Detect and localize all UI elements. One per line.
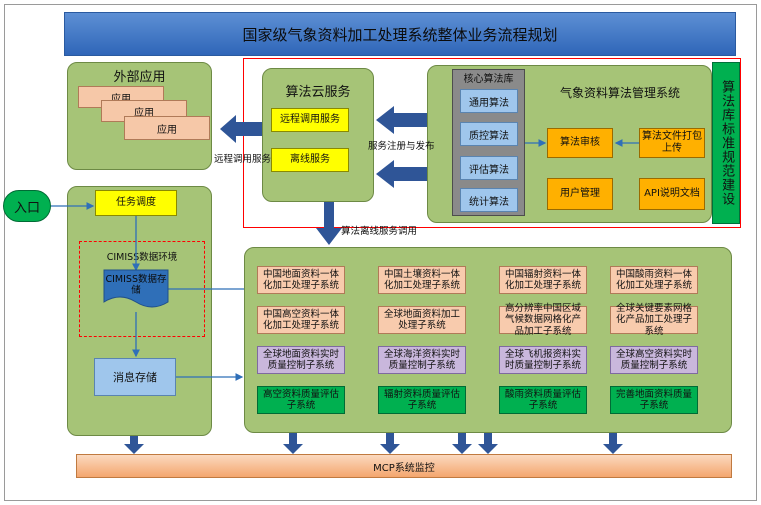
remote-service-box: 远程调用服务 [271, 108, 349, 132]
subsystem-box: 完善地面资料质量子系统 [610, 386, 698, 414]
task-scheduling-box: 任务调度 [95, 190, 177, 216]
message-storage-box: 消息存储 [94, 358, 176, 396]
algo-mgmt-title: 气象资料算法管理系统 [556, 86, 684, 102]
user-mgmt-box: 用户管理 [547, 178, 613, 210]
algo-zone-boundary [243, 58, 741, 228]
offline-call-label: 算法离线服务调用 [341, 226, 418, 237]
cimiss-storage-shape [103, 269, 169, 308]
core-algo-general: 通用算法 [460, 89, 518, 113]
arrow-to-external-apps [220, 115, 262, 143]
register-publish-label: 服务注册与发布 [368, 141, 435, 152]
subsystem-box: 高空资料质量评估子系统 [257, 386, 345, 414]
external-apps-title: 外部应用 [113, 70, 166, 85]
subsystem-box: 全球地面资料实时质量控制子系统 [257, 346, 345, 374]
arrows-to-mcp [124, 433, 623, 454]
core-algo-eval: 评估算法 [460, 156, 518, 180]
subsystem-box: 全球关键要素网格化产品加工处理子系统 [610, 303, 698, 337]
algo-cloud-title: 算法云服务 [285, 85, 351, 100]
subsystem-box: 中国酸雨资料一体化加工处理子系统 [610, 266, 698, 294]
offline-service-box: 离线服务 [271, 148, 349, 172]
algo-cloud-panel: 算法云服务 [262, 68, 374, 202]
subsystem-box: 全球海洋资料实时质量控制子系统 [378, 346, 466, 374]
arrow-mgmt-to-offline [376, 160, 427, 188]
api-doc-box: API说明文档 [639, 178, 705, 210]
entry-label: 入口 [13, 200, 40, 216]
package-upload-box: 算法文件打包上传 [639, 128, 705, 158]
page-title: 国家级气象资料加工处理系统整体业务流程规划 [64, 12, 736, 56]
remote-call-label: 远程调用服务 [214, 154, 272, 165]
mcp-monitor-label: MCP系统监控 [373, 462, 435, 474]
subsystem-box: 酸雨资料质量评估子系统 [499, 386, 587, 414]
subsystem-box: 辐射资料质量评估子系统 [378, 386, 466, 414]
cimiss-env-label: CIMISS数据环境 [106, 252, 178, 263]
core-algo-qc: 质控算法 [460, 122, 518, 146]
core-algo-stat: 统计算法 [460, 188, 518, 212]
subsystem-box: 全球飞机报资料实时质量控制子系统 [499, 346, 587, 374]
arrow-cloud-to-subsystems [316, 202, 342, 245]
subsystem-box: 中国土壤资料一体化加工处理子系统 [378, 266, 466, 294]
algo-mgmt-title-text: 气象资料算法管理系统 [559, 86, 680, 100]
subsystem-box: 中国高空资料一体化加工处理子系统 [257, 306, 345, 334]
app-card-3: 应用 [124, 116, 210, 140]
subsystem-box: 高分辨率中国区域气候数据网格化产品加工子系统 [499, 303, 587, 337]
arrow-mgmt-to-remote [376, 106, 427, 134]
subsystem-box: 中国辐射资料一体化加工处理子系统 [499, 266, 587, 294]
subsystem-box: 全球地面资料加工处理子系统 [378, 306, 466, 334]
mcp-monitor-bar: MCP系统监控 [76, 454, 732, 478]
subsystem-box: 中国地面资料一体化加工处理子系统 [257, 266, 345, 294]
standards-side-text: 算法库标准规范建设 [719, 80, 735, 206]
entry-node: 入口 [3, 190, 51, 222]
core-lib-title: 核心算法库 [463, 74, 514, 85]
algo-review-box: 算法审核 [547, 128, 613, 158]
subsystem-box: 全球高空资料实时质量控制子系统 [610, 346, 698, 374]
standards-side-label: 算法库标准规范建设 [712, 62, 740, 224]
cimiss-storage-label: CIMISS数据存储 [105, 274, 167, 297]
